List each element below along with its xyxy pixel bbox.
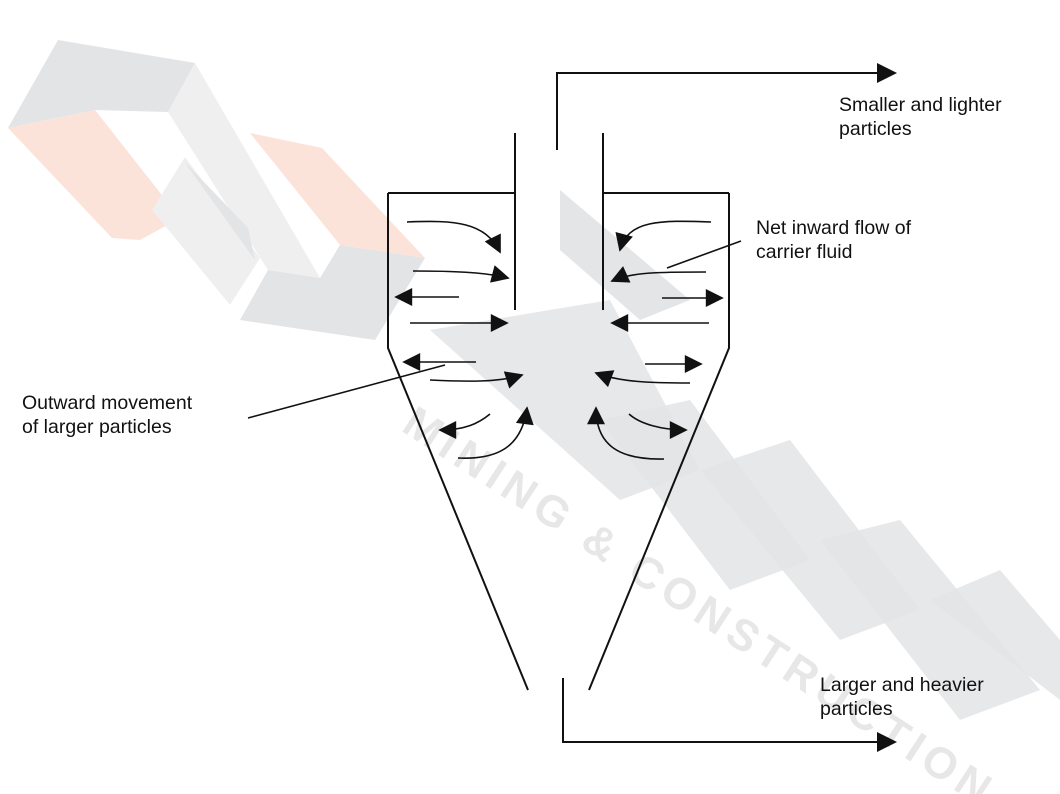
outlet-arrows — [556, 63, 897, 752]
leader-lines — [247, 240, 742, 419]
label-underflow-line1: Larger and heavier — [820, 674, 984, 696]
flow-arrow — [615, 220, 712, 252]
label-overflow-line1: Smaller and lighter — [839, 94, 1002, 116]
flow-arrow — [610, 266, 707, 283]
label-overflow: Smaller and lighter particles — [839, 93, 1002, 141]
label-underflow: Larger and heavier particles — [820, 673, 984, 721]
flow-arrow — [587, 406, 665, 460]
label-outward-movement-line2: of larger particles — [22, 416, 172, 438]
label-outward-movement: Outward movement of larger particles — [22, 391, 192, 439]
overflow-arrow — [556, 63, 897, 150]
flow-arrow — [429, 371, 524, 389]
label-inward-flow-line1: Net inward flow of — [756, 217, 911, 239]
flow-arrow — [628, 413, 688, 439]
label-outward-movement-line1: Outward movement — [22, 392, 193, 414]
label-inward-flow: Net inward flow of carrier fluid — [756, 216, 911, 264]
flow-arrows — [394, 220, 724, 460]
flow-arrow — [406, 220, 501, 254]
label-overflow-line2: particles — [839, 118, 912, 140]
label-inward-flow-line2: carrier fluid — [756, 241, 853, 263]
underflow-arrow — [562, 678, 897, 752]
flow-arrow — [412, 265, 510, 283]
label-underflow-line2: particles — [820, 698, 893, 720]
leader-line-outward-movement — [247, 364, 446, 419]
flow-arrow — [438, 413, 491, 439]
flow-arrow — [594, 370, 691, 388]
watermark-logo — [8, 40, 425, 340]
cyclone-left-wall — [387, 193, 529, 691]
leader-line-inward-flow — [666, 240, 742, 269]
flow-arrow — [457, 406, 534, 459]
